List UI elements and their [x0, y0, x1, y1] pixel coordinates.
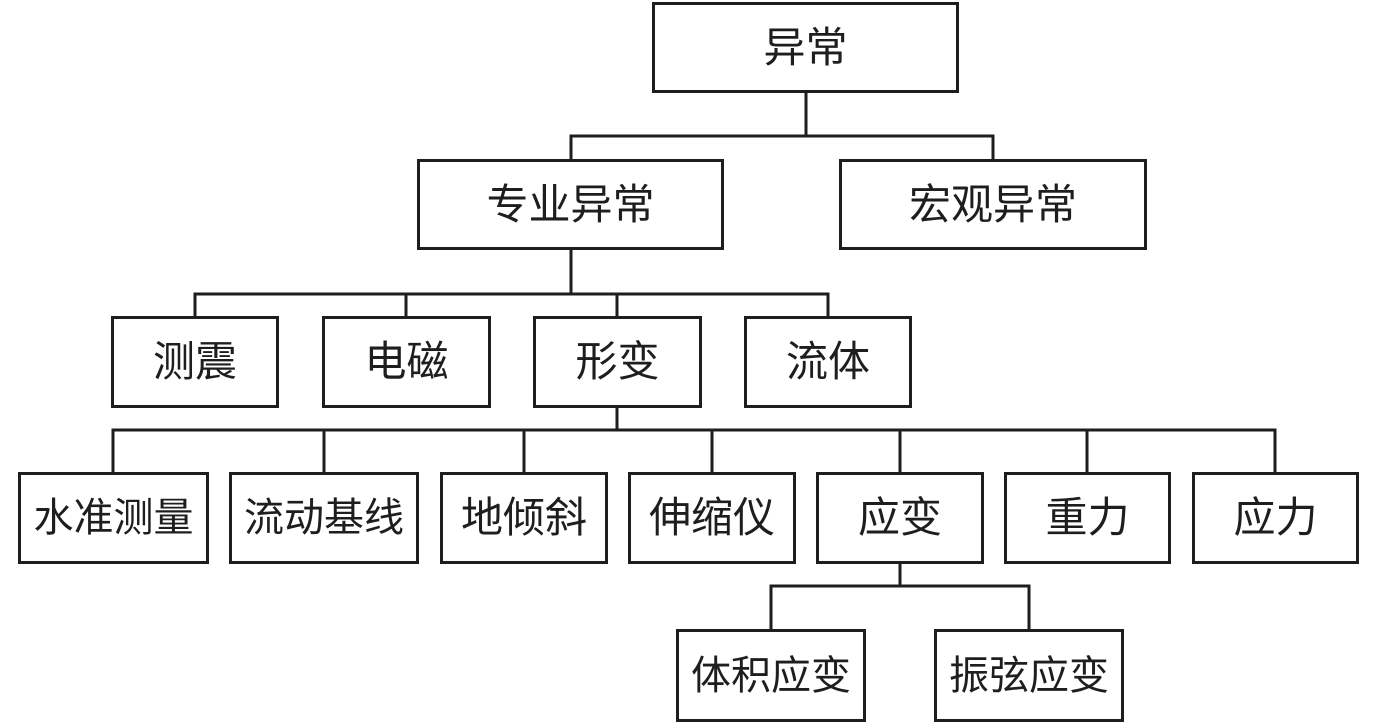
- node-label: 专业异常: [486, 179, 655, 229]
- node-label: 电磁: [364, 337, 449, 386]
- node-volumetric-strain: 体积应变: [676, 629, 866, 722]
- node-label: 应力: [1233, 493, 1318, 542]
- node-seismometry: 测震: [111, 316, 279, 408]
- node-label: 宏观异常: [908, 179, 1077, 229]
- node-mobile-baseline: 流动基线: [229, 472, 419, 564]
- node-label: 形变: [575, 337, 660, 386]
- node-professional-anomaly: 专业异常: [417, 159, 724, 250]
- node-label: 流动基线: [244, 495, 404, 541]
- node-strain: 应变: [816, 472, 984, 564]
- node-label: 振弦应变: [949, 652, 1109, 699]
- node-gravity: 重力: [1004, 472, 1171, 564]
- node-root: 异常: [652, 2, 959, 93]
- node-label: 地倾斜: [460, 493, 587, 542]
- node-label: 应变: [857, 493, 942, 542]
- node-ground-tilt: 地倾斜: [440, 472, 608, 564]
- node-deformation: 形变: [533, 316, 702, 408]
- node-electromagnetic: 电磁: [322, 316, 491, 408]
- node-fluid: 流体: [744, 316, 912, 408]
- node-macro-anomaly: 宏观异常: [839, 159, 1147, 250]
- node-label: 异常: [763, 22, 848, 72]
- node-label: 体积应变: [691, 652, 851, 699]
- node-label: 流体: [785, 337, 870, 386]
- node-extensometer: 伸缩仪: [628, 472, 796, 564]
- node-label: 测震: [152, 337, 237, 386]
- node-label: 伸缩仪: [648, 493, 775, 542]
- node-vibrating-wire-strain: 振弦应变: [934, 629, 1124, 722]
- node-stress: 应力: [1192, 472, 1359, 564]
- node-leveling: 水准测量: [18, 472, 209, 564]
- node-label: 重力: [1045, 493, 1130, 542]
- node-label: 水准测量: [33, 495, 194, 541]
